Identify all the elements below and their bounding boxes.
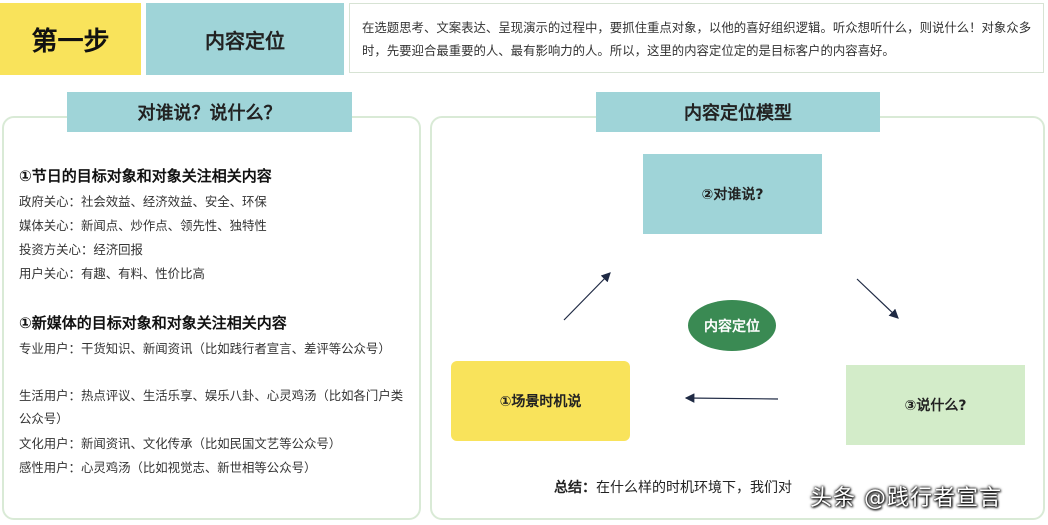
section1-heading: ①节日的目标对象和对象关注相关内容	[19, 167, 272, 185]
right-panel-title: 内容定位模型	[596, 92, 880, 132]
section1-line: 政府关心：社会效益、经济效益、安全、环保	[19, 194, 267, 209]
summary: 总结：在什么样的时机环境下，我们对	[554, 477, 792, 497]
left-panel	[2, 116, 421, 520]
node-who: ②对谁说?	[643, 154, 822, 234]
left-panel-title: 对谁说？说什么？	[67, 92, 352, 132]
section1-line: 用户关心：有趣、有料、性价比高	[19, 266, 205, 281]
section2-line: 文化用户：新闻资讯、文化传承（比如民国文艺等公众号）	[19, 436, 342, 451]
intro-text: 在选题思考、文案表达、呈现演示的过程中，要抓住重点对象，以他的喜好组织逻辑。听众…	[349, 3, 1044, 73]
section2-line: 生活用户：热点评议、生活乐享、娱乐八卦、心灵鸡汤（比如各门户类公众号）	[19, 388, 404, 426]
section1-line: 投资方关心：经济回报	[19, 242, 143, 257]
summary-label: 总结：	[554, 480, 596, 496]
section2-heading: ①新媒体的目标对象和对象关注相关内容	[19, 314, 287, 332]
section1-line: 媒体关心：新闻点、炒作点、领先性、独特性	[19, 218, 267, 233]
node-center: 内容定位	[688, 300, 776, 351]
node-scene: ①场景时机说	[451, 361, 630, 441]
summary-text: 在什么样的时机环境下，我们对	[596, 480, 792, 496]
node-what: ③说什么?	[846, 365, 1025, 445]
topic-label: 内容定位	[146, 3, 344, 75]
section2-line: 感性用户：心灵鸡汤（比如视觉志、新世相等公众号）	[19, 460, 317, 475]
step-label: 第一步	[0, 3, 141, 75]
watermark: 头条 @践行者宣言	[810, 486, 1002, 511]
section2-line: 专业用户：干货知识、新闻资讯（比如践行者宣言、差评等公众号）	[19, 341, 391, 356]
